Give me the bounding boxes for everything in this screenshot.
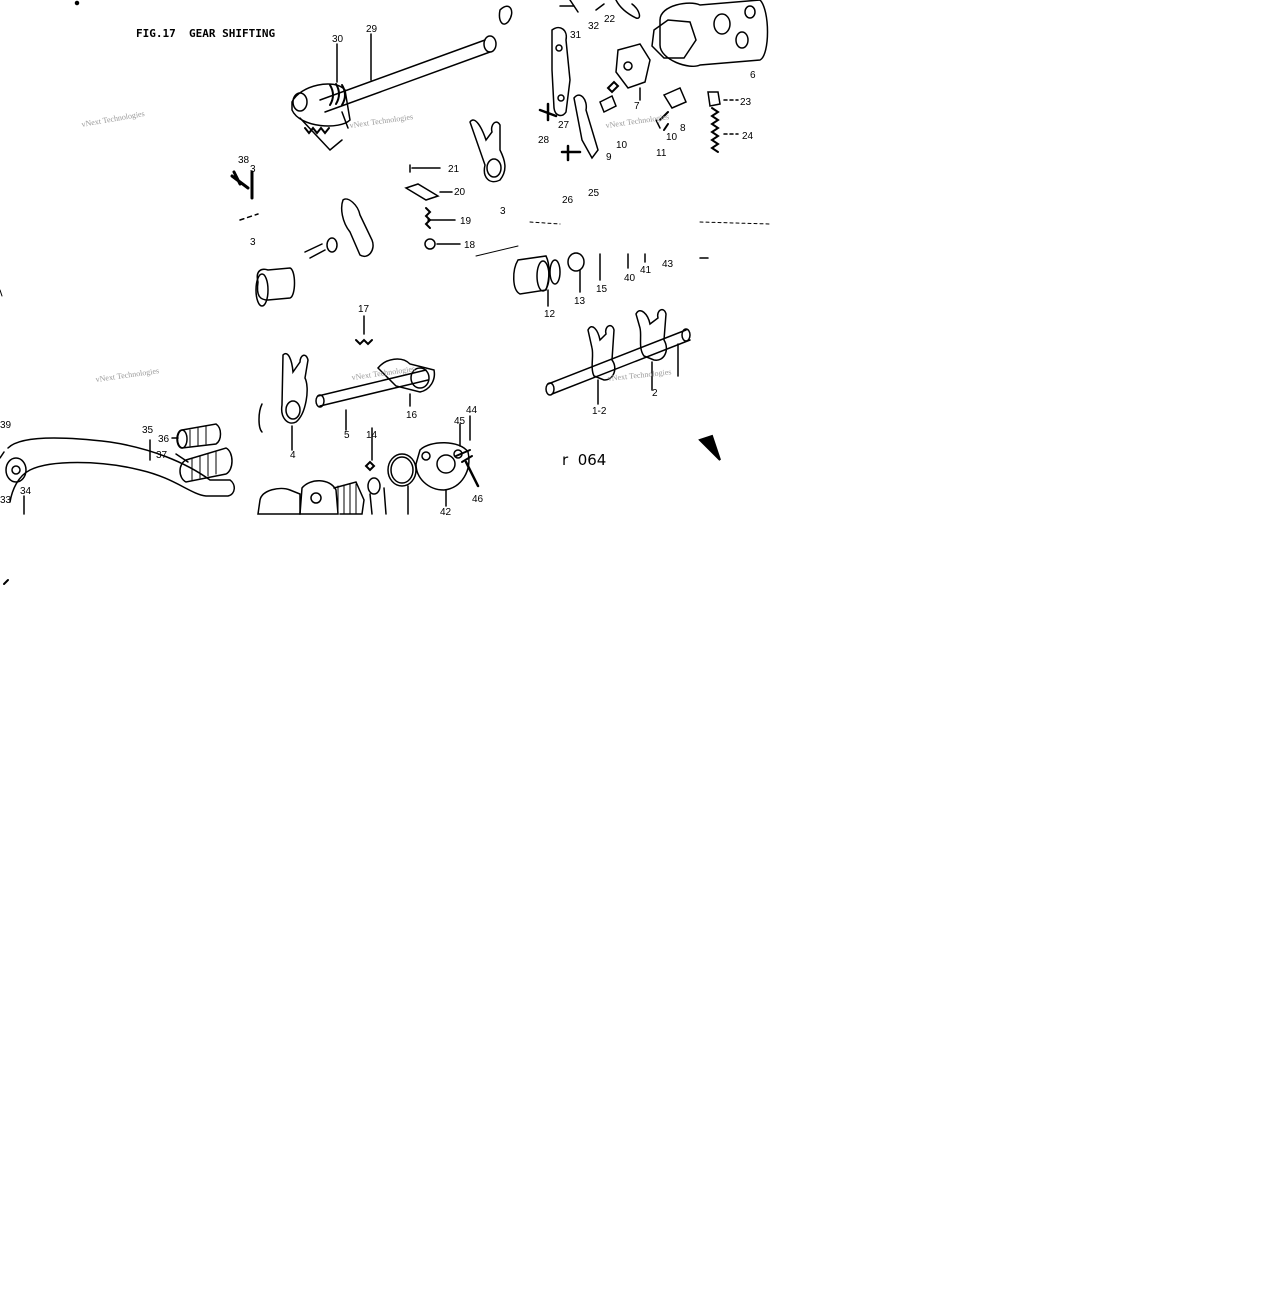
fork-lower <box>258 353 309 451</box>
front-arrow <box>698 434 721 461</box>
part-callout: 30 <box>332 34 344 45</box>
part-callout: 44 <box>466 405 478 416</box>
part-callout: 7 <box>634 101 640 112</box>
part-callout: 10 <box>666 132 678 143</box>
cam-stopper <box>615 43 651 89</box>
part-callout: 9 <box>606 152 612 163</box>
screw <box>230 170 254 200</box>
guide-pin <box>255 267 296 307</box>
watermark-text: vNext Technologies <box>349 112 414 130</box>
watermark-text: vNext Technologies <box>81 109 146 129</box>
watermark-text: vNext Technologies <box>95 366 160 384</box>
part-callout: 27 <box>558 120 570 131</box>
part-callout: 3 <box>250 237 256 248</box>
watermark-text: vNext Technologies <box>351 364 416 382</box>
shift-drum <box>651 0 769 67</box>
part-callout: 39 <box>0 420 12 431</box>
stopper-plate <box>551 26 571 117</box>
part-callout: 38 <box>238 155 250 166</box>
part-callout: 42 <box>440 507 452 518</box>
part-callout: 1-2 <box>592 406 607 417</box>
leader-line <box>336 33 372 83</box>
gear-shaft-right <box>513 252 709 307</box>
detent-parts <box>404 164 461 250</box>
part-callout: 18 <box>464 240 476 251</box>
part-callout: 43 <box>662 259 674 270</box>
fork-shaft-assembly <box>545 308 691 405</box>
cam-guide <box>573 94 599 160</box>
part-callout: 40 <box>624 273 636 284</box>
pedal-rubber <box>171 423 233 483</box>
edge-stub <box>498 5 513 25</box>
figure-code: r 064 <box>562 451 607 469</box>
part-callout: 5 <box>344 430 350 441</box>
shift-fork-center <box>304 198 374 259</box>
part-callout: 32 <box>588 21 600 32</box>
speck <box>74 0 80 6</box>
part-callout: 4 <box>290 450 296 461</box>
part-callout: 3 <box>500 206 506 217</box>
part-callout: 6 <box>750 70 756 81</box>
part-callout: 26 <box>562 195 574 206</box>
part-callout: 8 <box>680 123 686 134</box>
part-callout: 16 <box>406 410 418 421</box>
part-callout: 21 <box>448 164 460 175</box>
shift-fork <box>469 119 506 183</box>
separator <box>475 245 519 257</box>
part-callout: 20 <box>454 187 466 198</box>
dashed-edge <box>239 213 259 221</box>
stub-lines <box>0 451 25 515</box>
part-callout: 2 <box>652 388 658 399</box>
part-callout: 11 <box>656 148 667 159</box>
leader-line <box>559 3 661 129</box>
gear-drum-lower <box>257 427 387 515</box>
figure-title: FIG.17 GEAR SHIFTING <box>136 27 276 40</box>
fork-shaft-lower <box>315 315 436 431</box>
part-callout: 19 <box>460 216 472 227</box>
part-callout: 28 <box>538 135 550 146</box>
part-callout: 12 <box>544 309 556 320</box>
speck <box>3 579 9 585</box>
part-callout: 29 <box>366 24 378 35</box>
part-callout: 23 <box>740 97 752 108</box>
part-callout: 36 <box>158 434 170 445</box>
part-callout: 13 <box>574 296 586 307</box>
part-callout: 24 <box>742 131 754 142</box>
part-callout: 15 <box>596 284 608 295</box>
part-callout: 17 <box>358 304 370 315</box>
part-callout: 22 <box>604 14 616 25</box>
part-callout: 41 <box>640 265 652 276</box>
part-callout: 25 <box>588 188 600 199</box>
speck <box>0 289 3 297</box>
gasket-and-cover <box>387 442 470 515</box>
separator <box>529 221 771 225</box>
gear-shift-lever <box>5 437 235 503</box>
part-callout: 33 <box>0 495 12 506</box>
cover-screws <box>455 415 480 488</box>
part-callout: 37 <box>156 450 168 461</box>
part-callout: 46 <box>472 494 484 505</box>
part-callout: 14 <box>366 430 378 441</box>
gear-shift-shaft <box>291 35 497 152</box>
part-callout: 34 <box>20 486 32 497</box>
part-callout: 45 <box>454 416 466 427</box>
neutral-switch <box>707 91 739 153</box>
pawl-parts <box>599 80 687 131</box>
part-callout: 10 <box>616 140 628 151</box>
watermark-text: vNext Technologies <box>607 367 672 383</box>
part-callout: 3 <box>250 164 256 175</box>
part-callout: 35 <box>142 425 154 436</box>
screws-right <box>538 102 582 162</box>
part-callout: 31 <box>570 30 582 41</box>
